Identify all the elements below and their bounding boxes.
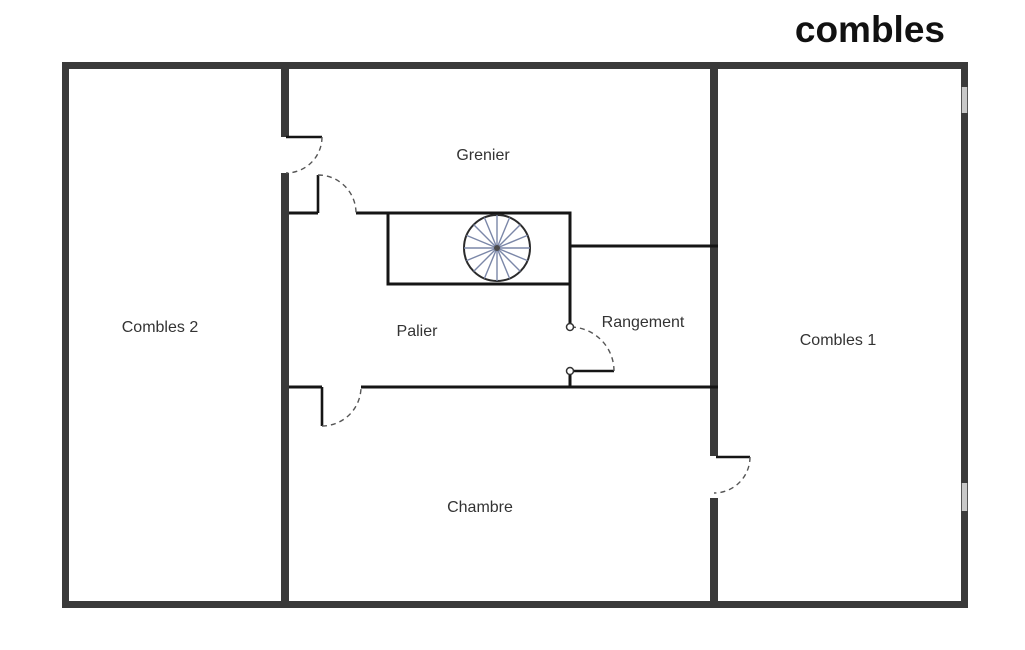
room-label-rangement: Rangement [602,314,685,331]
window-combles1-top [961,87,968,113]
room-label-palier: Palier [397,323,439,340]
window-combles1-bottom [961,483,968,511]
door-chambre [320,386,362,427]
interior-walls [289,211,718,389]
door-grenier [316,174,357,214]
door-rangement-hinge-top [565,322,575,332]
outer-wall [62,62,968,608]
door-combles1-swing-arc [713,456,751,494]
page-title: combles [795,9,945,50]
staircase-center-post [494,245,500,251]
room-label-chambre: Chambre [447,499,513,516]
door-rangement [565,322,615,376]
room-label-combles-1: Combles 1 [800,332,877,349]
door-rangement-swing-arc [569,326,615,372]
door-combles2-swing-arc [285,136,323,174]
door-combles1 [713,455,751,494]
door-rangement-hinge-bottom [565,366,575,376]
door-grenier-swing-arc [317,174,357,214]
staircase-spokes [464,215,530,281]
room-label-combles-2: Combles 2 [122,319,199,336]
spiral-staircase-icon [463,214,531,282]
door-chambre-swing-arc [321,386,362,427]
room-label-grenier: Grenier [456,147,510,164]
door-combles2 [285,135,323,174]
